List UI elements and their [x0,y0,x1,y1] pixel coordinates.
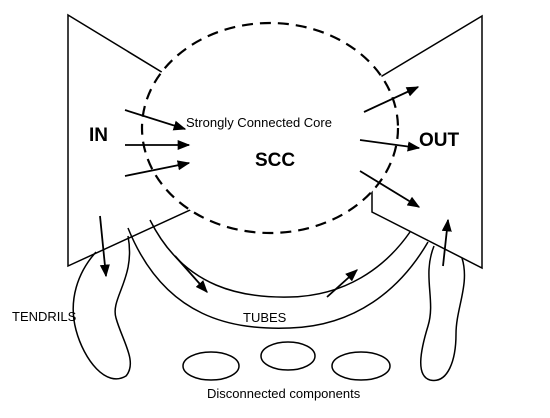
scc-to-out-arrow-1 [363,86,420,113]
tendrils-label: TENDRILS [12,309,77,324]
tube-arrow-left [174,255,208,293]
disconnected-label: Disconnected components [207,386,361,401]
scc-label: SCC [255,150,295,171]
in-to-scc-arrow-1 [124,109,187,131]
tube-inner [149,219,411,298]
in-tendril-arrow [99,215,110,278]
out-component [371,14,483,270]
tube-arrow-right [326,269,358,298]
out-tendril-arrow [441,218,452,267]
left-tendril [72,235,132,380]
scc-to-out-arrow-3 [359,170,421,208]
scc-to-out-arrow-2 [359,139,421,152]
out-label: OUT [419,130,460,151]
in-to-scc-arrow-3 [124,160,191,177]
right-tendril [420,245,466,382]
disconnected-component-3 [331,351,391,381]
in-label: IN [89,125,108,146]
disconnected-component-1 [182,351,240,381]
disconnected-component-2 [260,341,316,371]
scc-core [140,21,400,235]
in-component [67,13,191,268]
core-label: Strongly Connected Core [186,115,332,130]
tube-outer [127,227,429,329]
tubes-label: TUBES [243,310,287,325]
